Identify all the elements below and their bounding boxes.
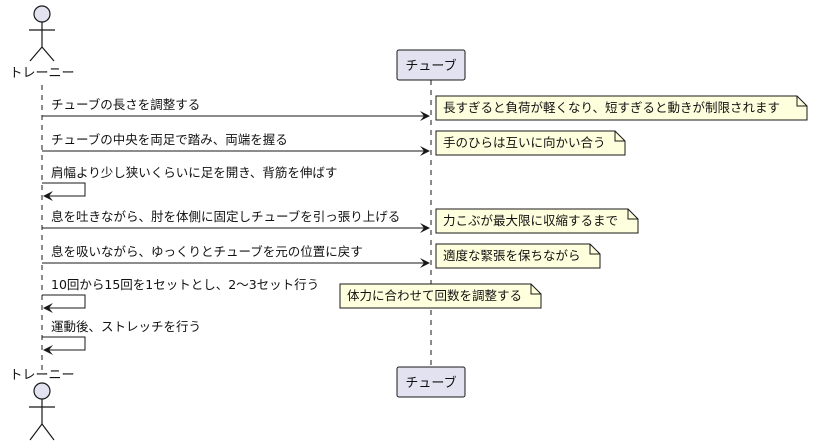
note-5-text: 体力に合わせて回数を調整する [347, 288, 522, 303]
actor-label-top: トレーニー [9, 66, 74, 81]
actor-head-icon [33, 5, 51, 23]
note-1: 長すぎると負荷が軽くなり、短すぎると動きが制限されます [435, 95, 808, 121]
note-3: 力こぶが最大限に収縮するまで [435, 208, 639, 234]
actor-top: トレーニー [9, 5, 75, 81]
message-2: チューブの中央を両足で踏み、両端を握る [42, 132, 430, 156]
note-2: 手のひらは互いに向かい合う [435, 130, 626, 156]
note-4-text: 適度な緊張を保ちながら [443, 248, 581, 263]
message-3-label: 肩幅より少し狭いくらいに足を開き、背筋を伸ばす [51, 165, 337, 180]
message-1-label: チューブの長さを調整する [51, 97, 200, 112]
tube-participant-bottom: チューブ [396, 366, 466, 398]
tube-participant-top: チューブ [396, 49, 466, 81]
actor-head-icon [33, 382, 51, 400]
note-3-text: 力こぶが最大限に収縮するまで [443, 213, 618, 228]
message-6-label: 10回から15回を1セットとし、2〜3セット行う [51, 277, 319, 292]
note-4: 適度な緊張を保ちながら [435, 243, 601, 269]
message-5-label: 息を吸いながら、ゆっくりとチューブを元の位置に戻す [51, 244, 363, 259]
actor-label-bottom: トレーニー [9, 368, 74, 383]
tube-label-top: チューブ [405, 58, 456, 74]
message-5: 息を吸いながら、ゆっくりとチューブを元の位置に戻す [42, 244, 430, 268]
actor-bottom: トレーニー [9, 368, 75, 441]
message-4: 息を吐きながら、肘を体側に固定しチューブを引っ張り上げる [42, 209, 430, 233]
message-3: 肩幅より少し狭いくらいに足を開き、背筋を伸ばす [42, 165, 337, 201]
note-2-text: 手のひらは互いに向かい合う [443, 135, 606, 150]
message-6: 10回から15回を1セットとし、2〜3セット行う [42, 277, 319, 313]
tube-label-bottom: チューブ [405, 375, 456, 391]
note-1-text: 長すぎると負荷が軽くなり、短すぎると動きが制限されます [443, 100, 780, 115]
message-2-label: チューブの中央を両足で踏み、両端を握る [51, 132, 288, 147]
message-4-label: 息を吐きながら、肘を体側に固定しチューブを引っ張り上げる [51, 209, 400, 224]
note-5: 体力に合わせて回数を調整する [339, 283, 542, 309]
message-7-label: 運動後、ストレッチを行う [51, 319, 201, 334]
message-7: 運動後、ストレッチを行う [42, 319, 201, 355]
message-1: チューブの長さを調整する [42, 97, 430, 121]
